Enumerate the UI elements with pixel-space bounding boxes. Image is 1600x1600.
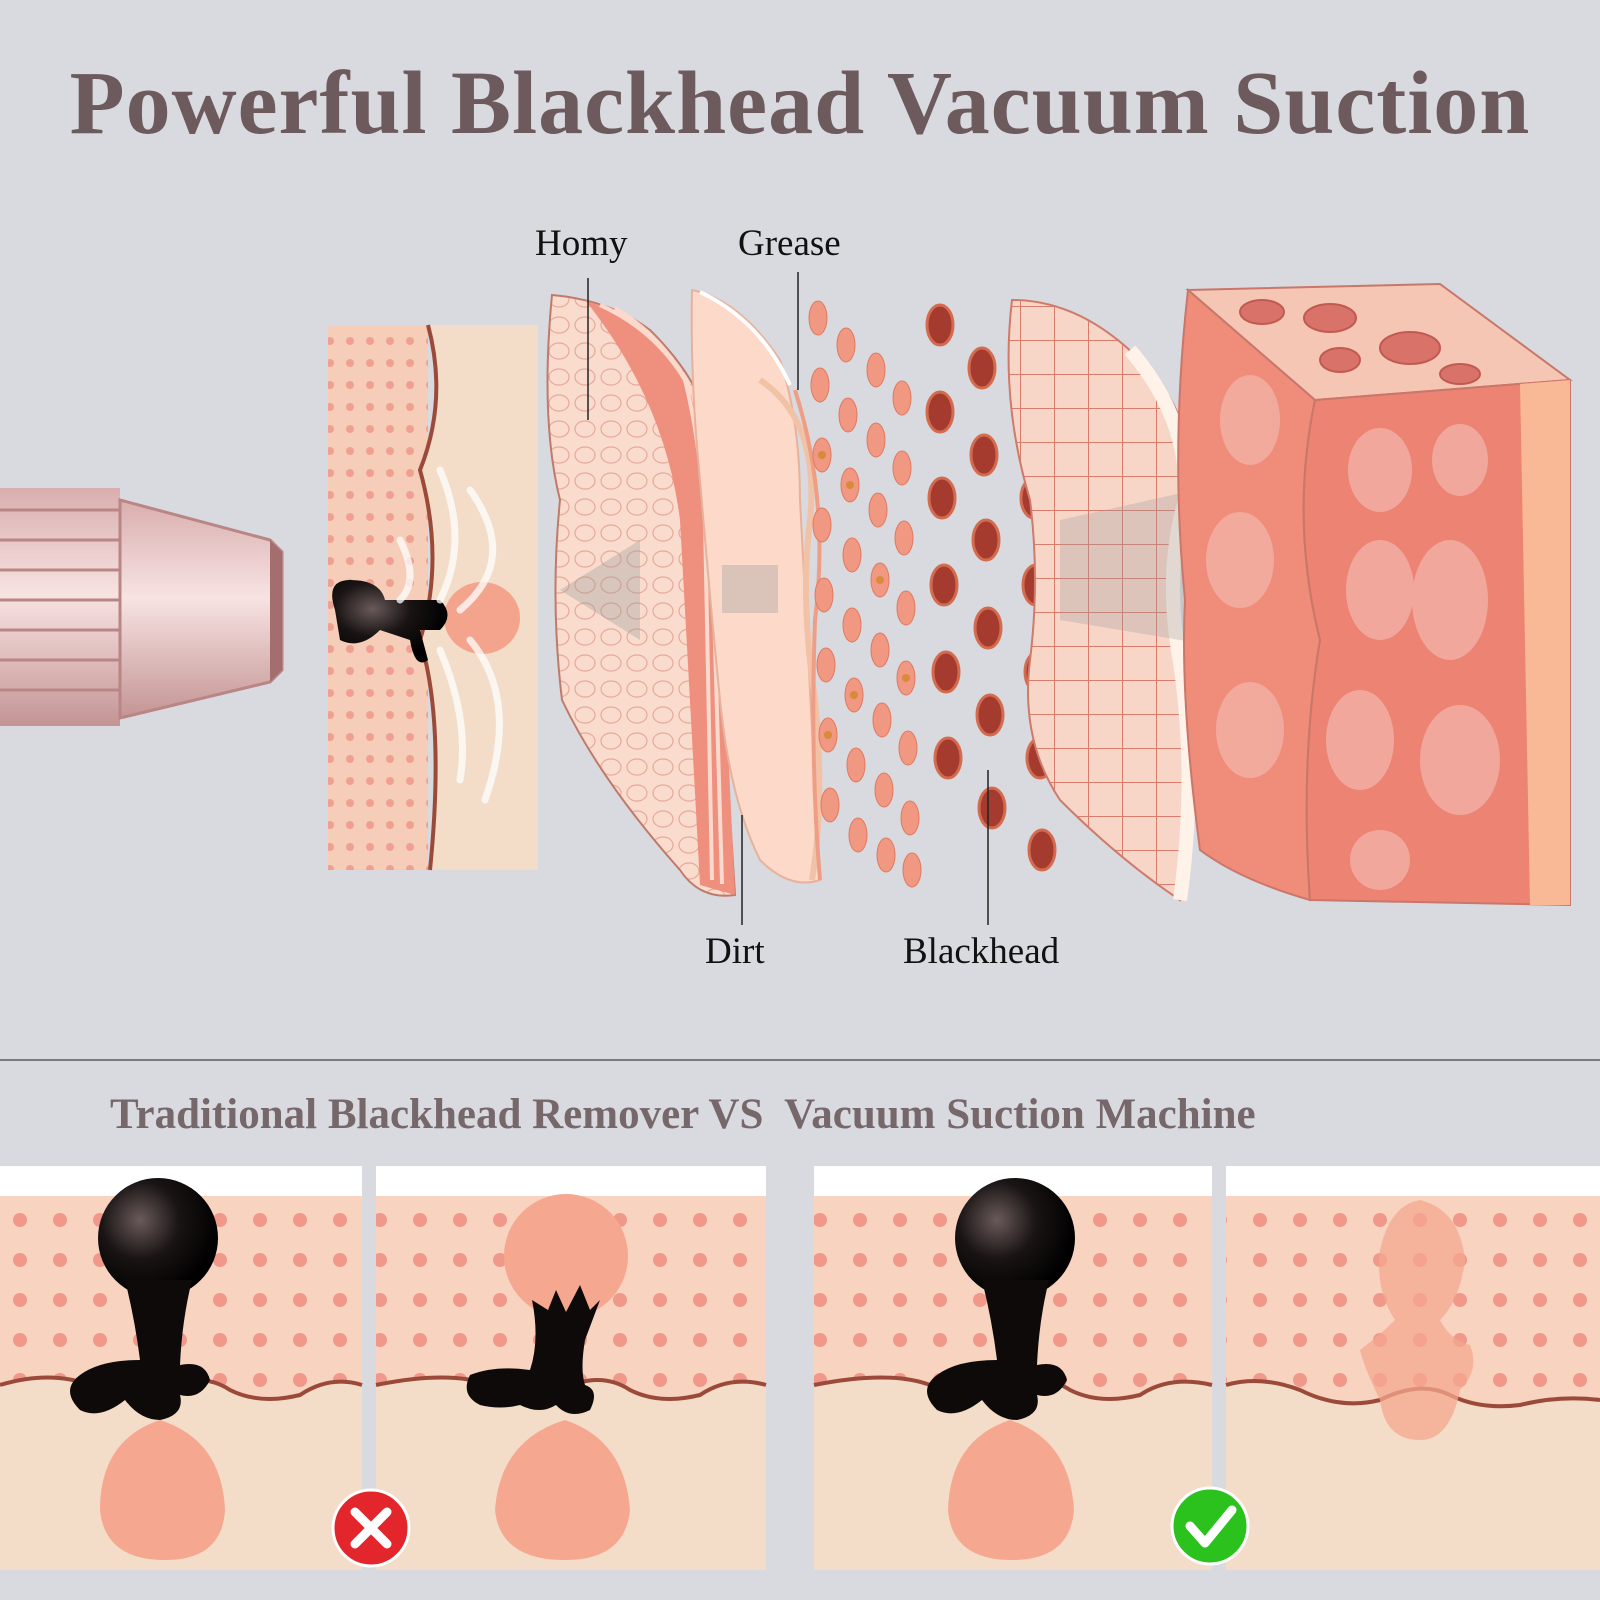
panel-vacuum-after [1225, 1166, 1600, 1570]
panel-traditional-before [0, 1166, 363, 1570]
vacuum-device [0, 488, 284, 726]
label-grease: Grease [738, 223, 841, 264]
comparison-heading: Traditional Blackhead Remover VS Vacuum … [110, 1090, 1256, 1139]
x-mark-icon [331, 1488, 411, 1568]
check-mark-icon [1170, 1486, 1250, 1566]
page-title: Powerful Blackhead Vacuum Suction [69, 54, 1531, 153]
panel-vacuum-before [813, 1166, 1213, 1570]
label-dirt: Dirt [705, 931, 765, 972]
label-homy: Homy [535, 223, 628, 264]
comparison-heading-right: Vacuum Suction Machine [784, 1091, 1256, 1138]
grease-cells [808, 300, 922, 888]
comparison-heading-left: Traditional Blackhead Remover VS [110, 1091, 764, 1138]
callout-lines [587, 272, 989, 925]
skin-slab [328, 324, 538, 871]
tissue-block [1177, 282, 1573, 907]
label-blackhead: Blackhead [903, 931, 1060, 972]
panel-traditional-after [375, 1166, 767, 1570]
dirt-layer [690, 288, 823, 884]
